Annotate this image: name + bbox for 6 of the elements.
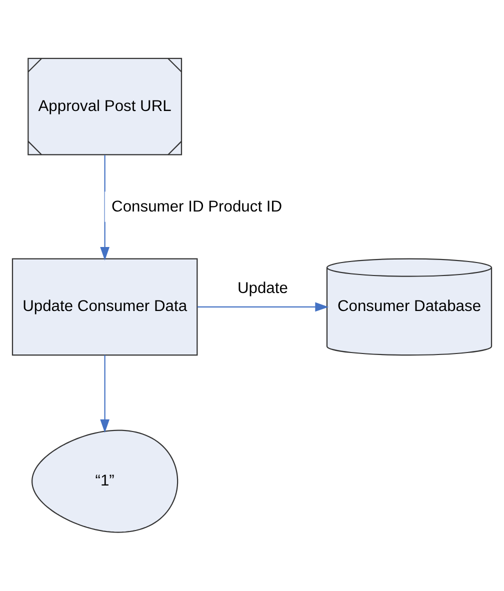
edge-label: Consumer ID Product ID <box>112 198 282 216</box>
arrow <box>197 302 329 312</box>
node-box: Update Consumer Data <box>12 258 198 356</box>
arrow <box>100 155 110 260</box>
edge-label: Update <box>237 280 288 298</box>
arrow <box>100 355 110 433</box>
